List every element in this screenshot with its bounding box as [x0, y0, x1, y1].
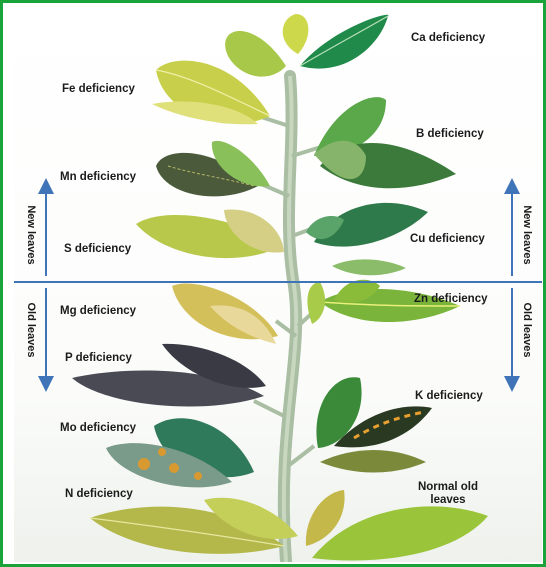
label-fe: Fe deficiency — [62, 83, 135, 95]
label-s: S deficiency — [64, 243, 131, 255]
label-normal: Normal old leaves — [408, 481, 488, 507]
cu-leaf-3 — [332, 259, 406, 275]
label-cu: Cu deficiency — [410, 233, 485, 245]
label-n: N deficiency — [65, 488, 133, 500]
zn-leaf-2 — [307, 282, 325, 324]
label-mn: Mn deficiency — [60, 171, 136, 183]
ca-leaf-2 — [283, 14, 309, 54]
label-zn: Zn deficiency — [414, 293, 488, 305]
label-ca: Ca deficiency — [411, 32, 485, 44]
label-p: P deficiency — [65, 352, 132, 364]
label-b: B deficiency — [416, 128, 484, 140]
label-k: K deficiency — [415, 390, 483, 402]
k-leaf-3 — [320, 450, 426, 473]
side-old-leaves-right: Old leaves — [521, 295, 533, 365]
label-mg: Mg deficiency — [60, 305, 136, 317]
side-new-leaves-right: New leaves — [521, 200, 533, 270]
side-old-leaves-left: Old leaves — [25, 295, 37, 365]
label-mo: Mo deficiency — [60, 422, 136, 434]
side-new-leaves-left: New leaves — [25, 200, 37, 270]
plant-diagram: Ca deficiency Fe deficiency B deficiency… — [14, 6, 542, 562]
ca-leaf-1 — [225, 31, 286, 77]
